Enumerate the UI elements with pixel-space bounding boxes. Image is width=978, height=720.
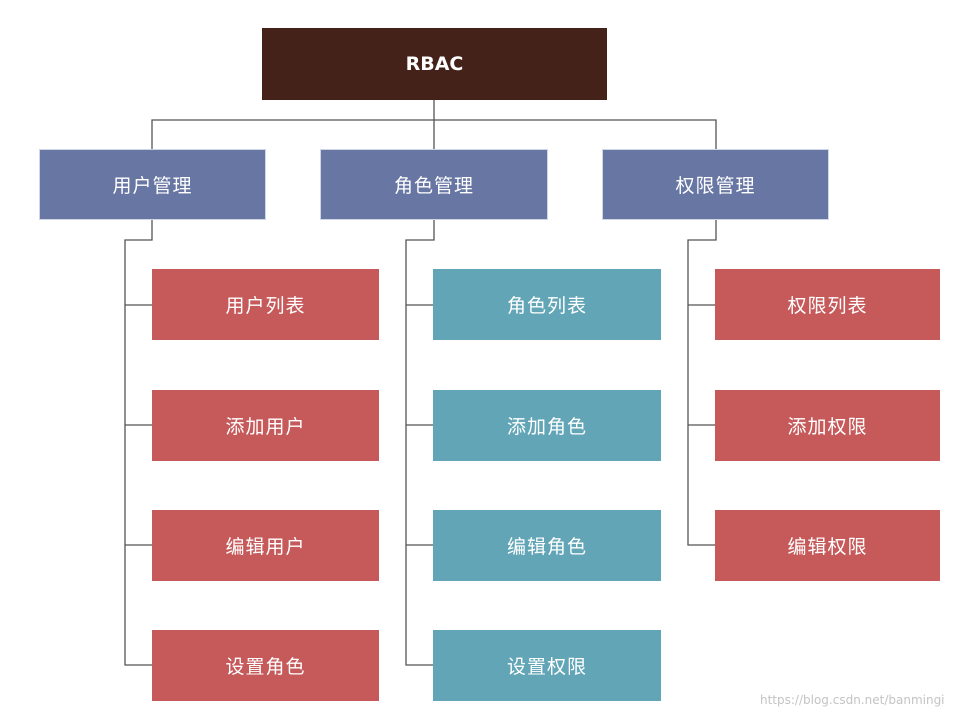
item-add-permission: 添加权限 <box>715 390 940 461</box>
item-edit-role: 编辑角色 <box>433 510 661 581</box>
root-node-rbac: RBAC <box>262 28 607 100</box>
item-add-role: 添加角色 <box>433 390 661 461</box>
watermark-text: https://blog.csdn.net/banmingi <box>760 693 945 707</box>
branch-permission-connector <box>687 220 717 546</box>
item-set-permission: 设置权限 <box>433 630 661 701</box>
item-set-role: 设置角色 <box>152 630 379 701</box>
category-permission-management: 权限管理 <box>602 149 829 220</box>
root-connector <box>151 100 717 149</box>
item-add-user: 添加用户 <box>152 390 379 461</box>
category-role-management: 角色管理 <box>320 149 548 220</box>
branch-user-connector <box>124 220 153 666</box>
item-edit-permission: 编辑权限 <box>715 510 940 581</box>
item-permission-list: 权限列表 <box>715 269 940 340</box>
branch-role-connector <box>405 220 435 666</box>
item-role-list: 角色列表 <box>433 269 661 340</box>
item-edit-user: 编辑用户 <box>152 510 379 581</box>
category-user-management: 用户管理 <box>39 149 266 220</box>
item-user-list: 用户列表 <box>152 269 379 340</box>
